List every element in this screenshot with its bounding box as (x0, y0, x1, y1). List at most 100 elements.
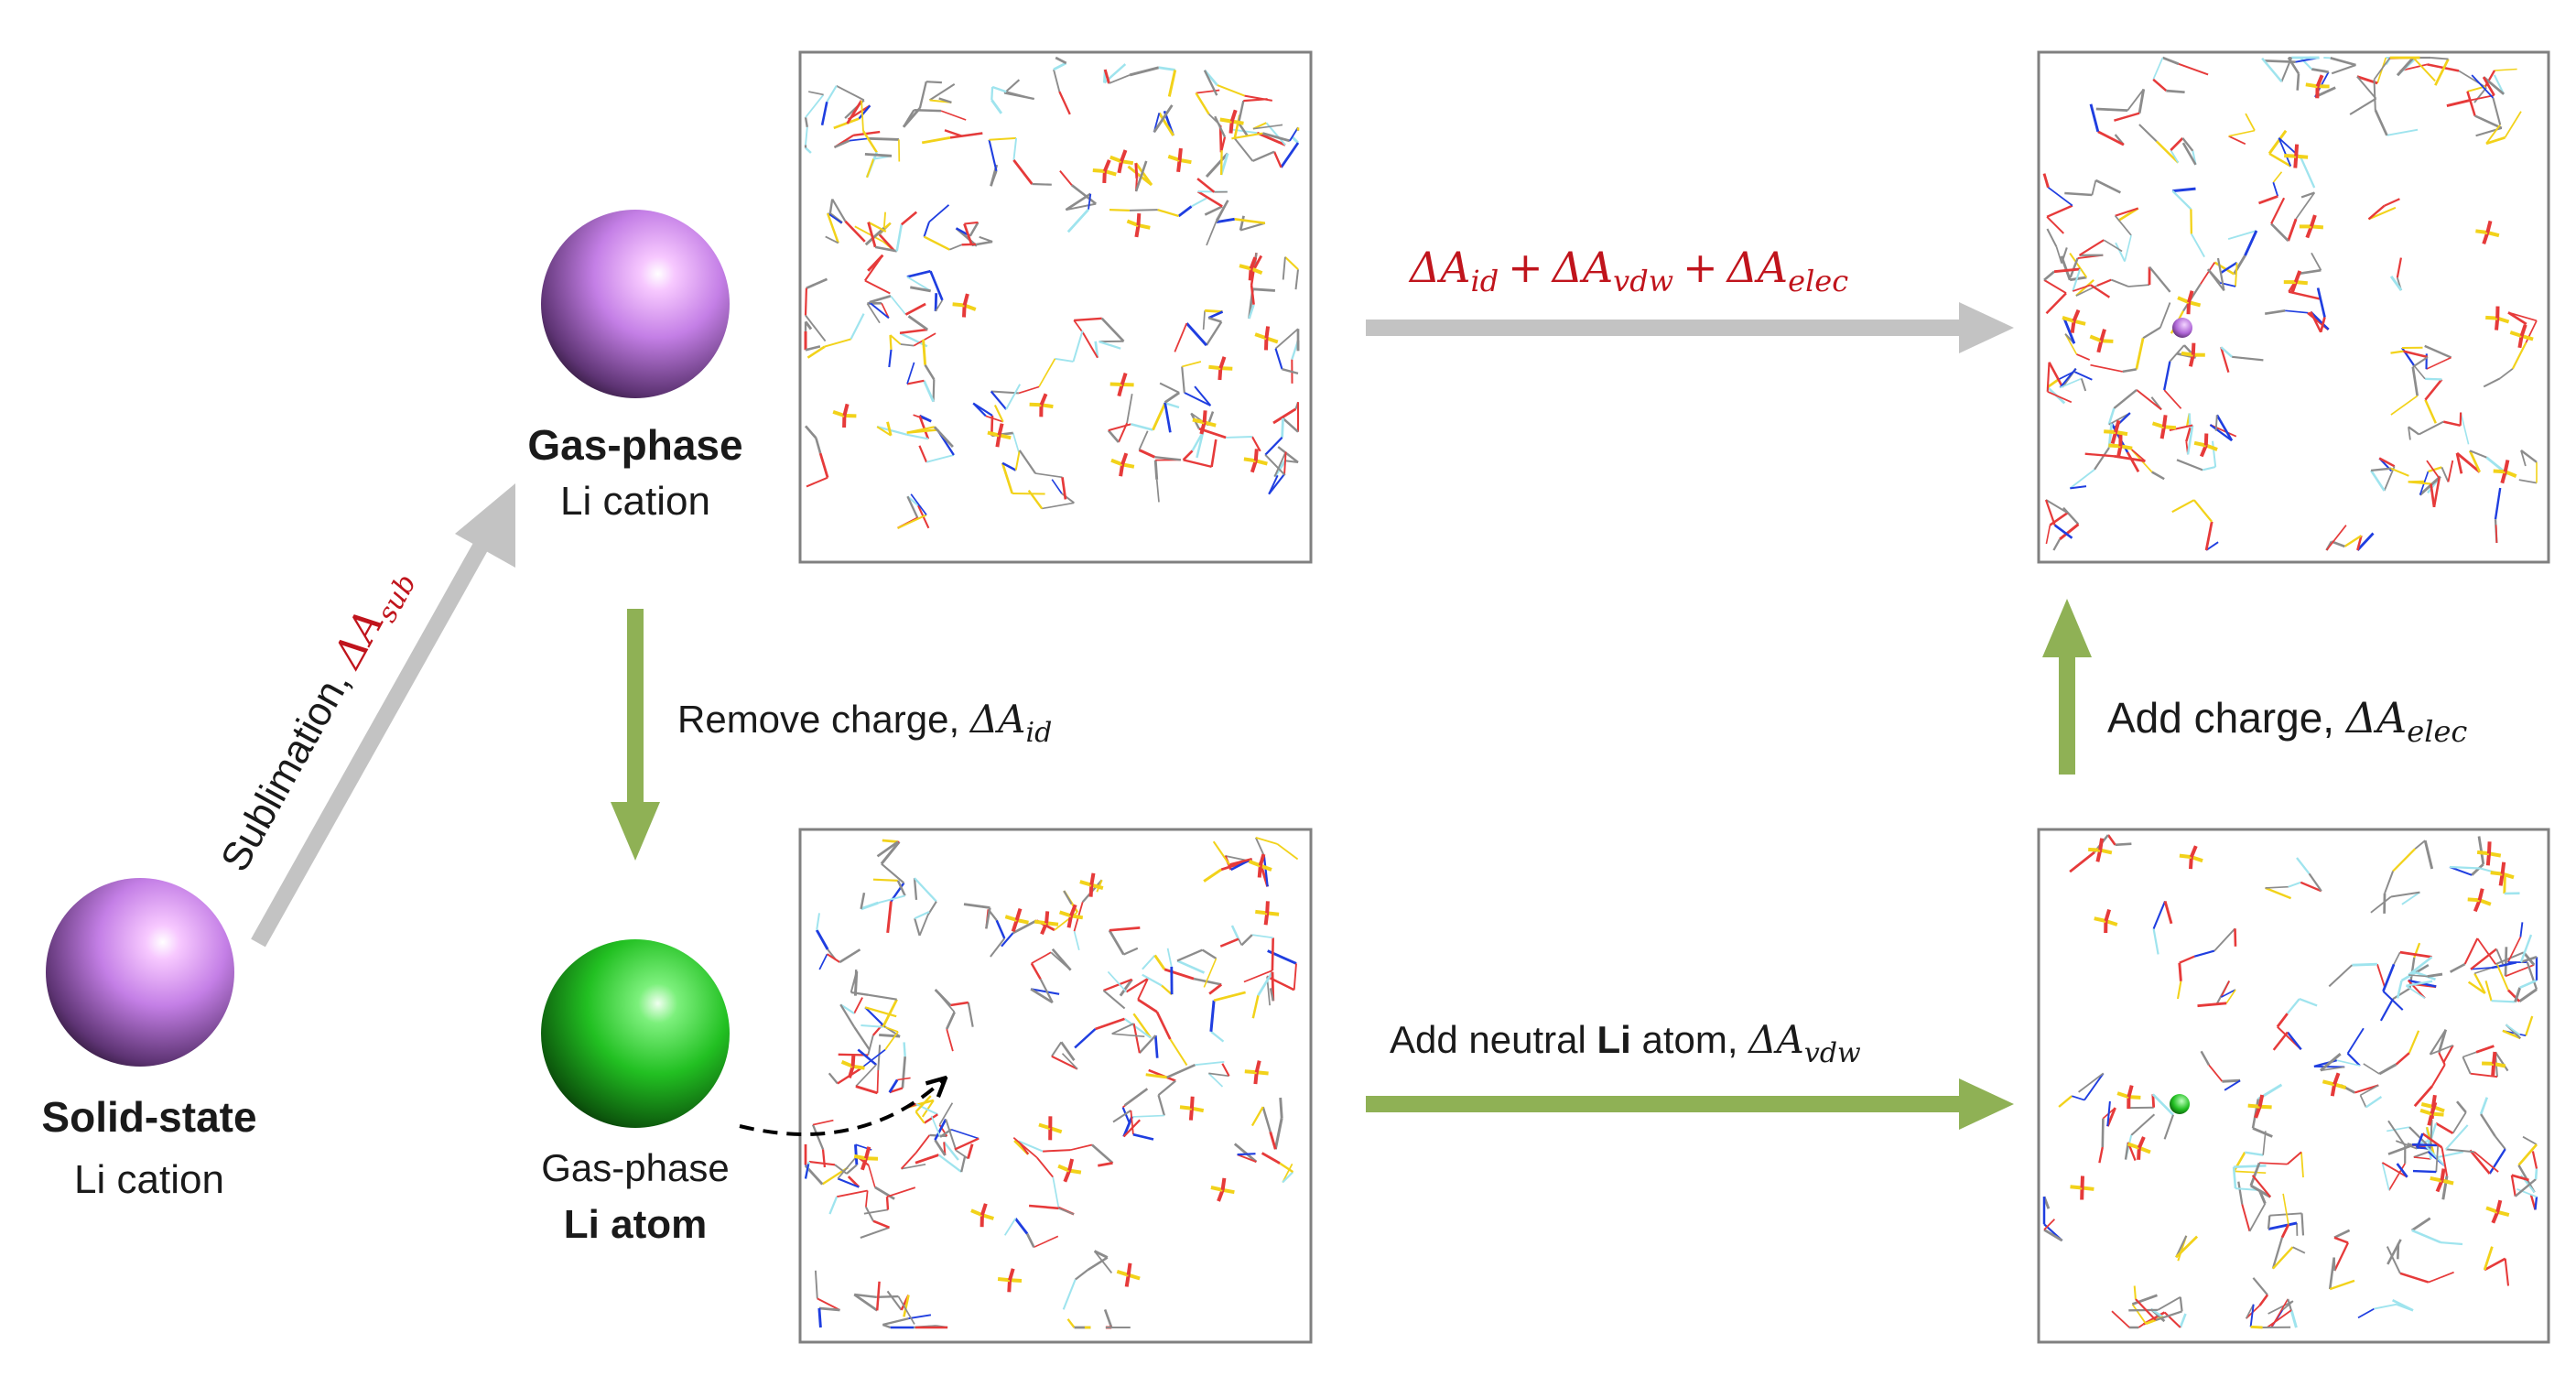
molecular-bond (2237, 1181, 2244, 1205)
molecular-bond (1240, 934, 1253, 947)
molecular-bond (817, 1307, 822, 1328)
molecular-bond (2403, 350, 2429, 359)
molecular-bond (1028, 1204, 1059, 1210)
molecular-bond (804, 1164, 810, 1179)
molecular-bond (850, 991, 870, 996)
molecular-bond (2311, 252, 2322, 271)
molecular-bond (832, 410, 846, 417)
molecular-bond (2441, 1178, 2454, 1186)
molecular-bond (2441, 1147, 2448, 1176)
molecular-bond (2514, 1178, 2537, 1197)
molecular-bond (1103, 1308, 1113, 1328)
molecular-bond (1034, 919, 1047, 926)
molecular-solvent-box-icon (2042, 834, 2538, 1329)
molecular-bond (2045, 499, 2069, 515)
molecular-bond (2521, 334, 2534, 341)
molecular-bond (839, 1003, 855, 1014)
molecular-bond (805, 345, 821, 352)
molecular-bond (2176, 459, 2203, 471)
molecular-bond (2374, 1303, 2397, 1310)
molecular-bond (2205, 443, 2218, 451)
molecular-bond (928, 83, 956, 102)
molecular-bond (2148, 265, 2171, 293)
molecular-bond (2480, 1113, 2496, 1137)
molecular-bond (1233, 137, 1254, 162)
molecular-bond (1161, 984, 1173, 996)
molecular-bond (2473, 972, 2486, 994)
molecular-bond (2395, 1052, 2410, 1066)
molecular-bond (2190, 209, 2193, 234)
molecular-bond (2476, 850, 2490, 856)
molecular-bond (2059, 523, 2080, 541)
molecular-bond (2505, 1024, 2521, 1036)
sublimation-arrow (251, 483, 515, 948)
molecular-bond (846, 1164, 858, 1175)
molecular-bond (2076, 353, 2091, 361)
molecular-bond (1158, 112, 1174, 136)
molecular-bond (2094, 916, 2106, 923)
molecular-bond (2455, 1100, 2467, 1113)
molecular-bond (2120, 444, 2133, 450)
molecular-bond (2310, 311, 2322, 333)
molecular-bond (864, 1006, 886, 1028)
molecular-bond (814, 1270, 818, 1299)
molecular-bond (815, 438, 822, 454)
molecular-bond (2111, 1310, 2130, 1328)
molecular-bond (805, 126, 808, 146)
molecular-bond (2043, 1219, 2056, 1230)
molecular-bond (2406, 980, 2433, 987)
molecular-bond (2124, 234, 2132, 262)
molecular-bond (2408, 481, 2431, 485)
molecular-bond (1273, 451, 1287, 478)
molecular-bond (2493, 74, 2506, 95)
molecular-bond (2432, 478, 2441, 508)
molecular-bond (811, 1124, 825, 1150)
molecular-bond (2482, 76, 2495, 96)
molecular-bond (2507, 311, 2527, 326)
molecular-bond (1045, 921, 1059, 926)
molecular-bond (2163, 1311, 2181, 1328)
molecular-bond (967, 1143, 974, 1159)
molecular-bond (1093, 1251, 1113, 1273)
molecular-bond (852, 1064, 865, 1070)
molecular-bond (2504, 1258, 2510, 1286)
molecular-bond (2103, 239, 2123, 253)
molecular-bond (2073, 284, 2092, 292)
molecular-bond (1269, 1131, 1277, 1150)
molecular-bond (1043, 1149, 1071, 1153)
molecular-bond (2449, 866, 2473, 876)
molecular-bond (1207, 317, 1222, 323)
molecular-bond (2213, 261, 2235, 276)
molecular-bond (1074, 1028, 1097, 1049)
molecular-bond (2152, 78, 2168, 92)
molecular-bond (2286, 1151, 2302, 1165)
molecular-bond (2129, 447, 2146, 462)
molecular-bond (2376, 963, 2386, 988)
molecular-bond (858, 104, 871, 120)
molecular-bond (2193, 949, 2215, 958)
molecular-bond (2494, 1051, 2509, 1072)
molecular-bond (2428, 1271, 2454, 1284)
molecular-solvent-box-icon (804, 56, 1300, 529)
molecular-bond (2424, 377, 2442, 381)
molecular-bond (2419, 1108, 2433, 1116)
molecular-bond (850, 313, 865, 340)
solid-state-subtitle: Li cation (74, 1157, 224, 1202)
molecular-bond (1248, 304, 1255, 320)
molecular-bond (2069, 276, 2087, 282)
molecular-bond (1202, 310, 1206, 330)
molecular-bond (2232, 355, 2264, 362)
molecular-bond (1038, 358, 1056, 387)
molecular-bond (2408, 1030, 2420, 1054)
molecular-bond (864, 1206, 874, 1222)
molecular-bond (2271, 1237, 2284, 1270)
molecular-bond (2280, 1223, 2290, 1239)
molecular-bond (2469, 94, 2495, 102)
molecular-bond (2258, 1294, 2269, 1306)
molecular-bond (2151, 421, 2165, 429)
molecular-bond (897, 514, 927, 529)
molecular-bond (1210, 1030, 1225, 1043)
molecular-bond (2534, 1197, 2538, 1210)
molecular-bond (2110, 431, 2118, 445)
molecular-bond (1001, 461, 1017, 471)
